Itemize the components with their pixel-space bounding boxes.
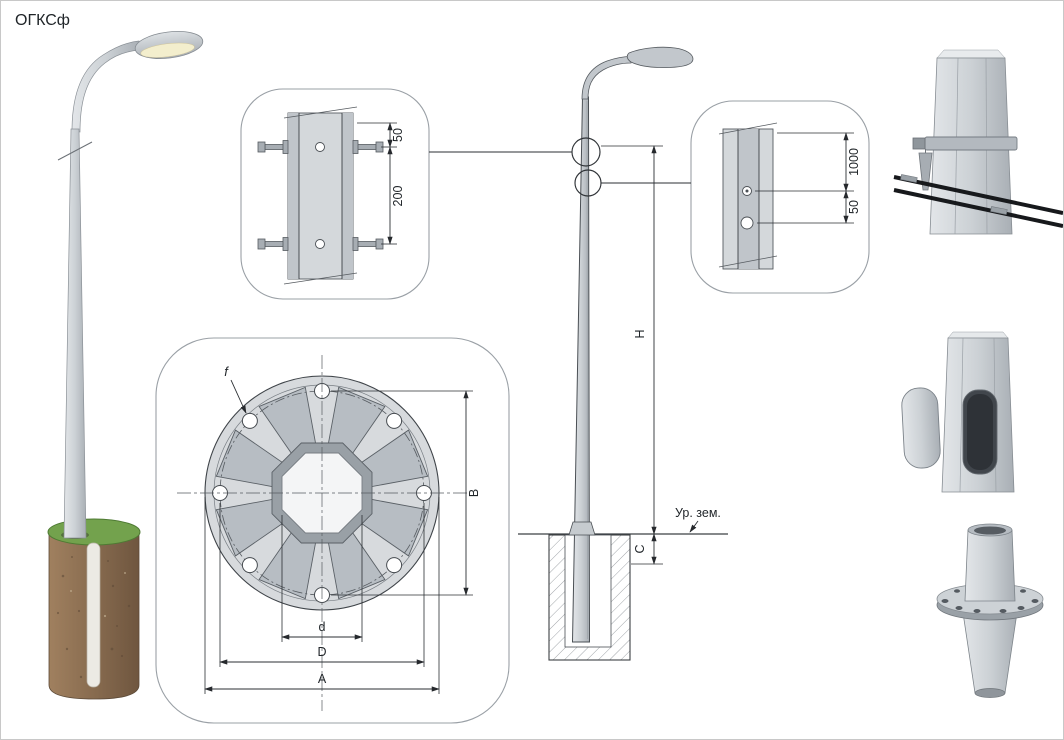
pole-wall-left xyxy=(288,113,299,279)
page-title: ОГКСф xyxy=(15,12,70,29)
dim-label-200: 200 xyxy=(391,186,405,207)
flange-base-3d xyxy=(936,523,1044,698)
elevation-lamp-arm xyxy=(581,56,632,100)
callout-border xyxy=(690,100,870,294)
pole-shaft xyxy=(63,128,87,539)
dim-label-1000: 1000 xyxy=(847,148,861,176)
dim-1000: 1000 xyxy=(755,132,861,192)
pole-center-strip xyxy=(738,129,759,269)
clamp-lug xyxy=(912,137,926,150)
top-bolt-callout: 50 200 xyxy=(240,88,430,300)
dim-H: H xyxy=(601,145,663,535)
dim-label-f: f xyxy=(224,364,229,379)
conduit-pipe xyxy=(86,542,101,688)
dim-label-50-lower: 50 xyxy=(847,200,861,214)
access-door-3d xyxy=(901,331,1015,493)
cable-ferrule xyxy=(900,174,918,183)
dim-f: f xyxy=(224,364,247,414)
lamp-glow xyxy=(140,42,195,58)
dim-B: B xyxy=(331,390,481,596)
pole-wall-right xyxy=(342,113,353,279)
pole-shade-line xyxy=(586,100,588,640)
dim-50-lower: 50 xyxy=(757,190,861,224)
suspension-cable-1 xyxy=(893,175,1063,215)
break-line-bottom xyxy=(718,255,778,268)
break-line-top xyxy=(718,122,778,135)
soil-speckles-light xyxy=(70,572,126,618)
earthing-bolt-dot xyxy=(745,189,749,193)
ground-level-note: Ур. зем. xyxy=(675,506,721,533)
dim-A: A xyxy=(204,497,440,694)
dim-label-A: A xyxy=(318,672,327,686)
break-line-top xyxy=(283,106,358,119)
shank-top-interior xyxy=(974,526,1006,535)
bolt-hole xyxy=(315,142,325,152)
ground-level-arrow xyxy=(689,520,699,533)
shank-tube xyxy=(964,529,1016,602)
dim-C: C xyxy=(631,533,663,565)
lamp-head xyxy=(134,31,204,59)
bolt-hole xyxy=(315,239,325,249)
dim-label-B: B xyxy=(467,489,481,497)
break-line-bottom xyxy=(283,272,358,285)
pole-3d-render xyxy=(47,31,204,700)
door-plate xyxy=(901,387,941,469)
dim-label-d: d xyxy=(319,620,326,634)
dim-label-50-upper: 50 xyxy=(391,128,405,142)
cable-ferrule xyxy=(990,206,1008,215)
pole-top-face xyxy=(947,331,1009,339)
suspension-cable-2 xyxy=(893,188,1063,228)
dim-200: 200 xyxy=(381,146,405,245)
pole-elevation: H C Ур. зем. xyxy=(429,46,728,661)
flange-bolt-holes-3d xyxy=(941,589,1039,613)
dim-D: D xyxy=(219,503,425,667)
grass-top xyxy=(47,518,141,546)
cable-hole xyxy=(740,216,754,230)
pole-break-mark xyxy=(57,141,93,161)
right-hole-callout: 1000 50 xyxy=(690,100,870,294)
skirt-bottom xyxy=(974,688,1006,698)
facet-line xyxy=(959,337,964,493)
band-clamp xyxy=(924,136,1018,151)
ground-collar xyxy=(568,521,596,536)
door-opening-shadow xyxy=(967,394,993,470)
cable-suspension-3d xyxy=(893,49,1063,235)
dim-label-D: D xyxy=(317,645,326,659)
dim-d: d xyxy=(281,515,363,642)
lamp-arm xyxy=(71,40,141,133)
soil-speckles xyxy=(56,556,131,679)
elevation-luminaire xyxy=(626,46,694,68)
pole-top-face xyxy=(936,49,1006,59)
dim-label-C: C xyxy=(633,544,647,553)
wedge-clamp xyxy=(918,152,933,191)
ground-level-label: Ур. зем. xyxy=(675,506,721,520)
flange-plan-callout: f B d D A xyxy=(155,337,510,724)
dim-label-H: H xyxy=(633,329,647,338)
